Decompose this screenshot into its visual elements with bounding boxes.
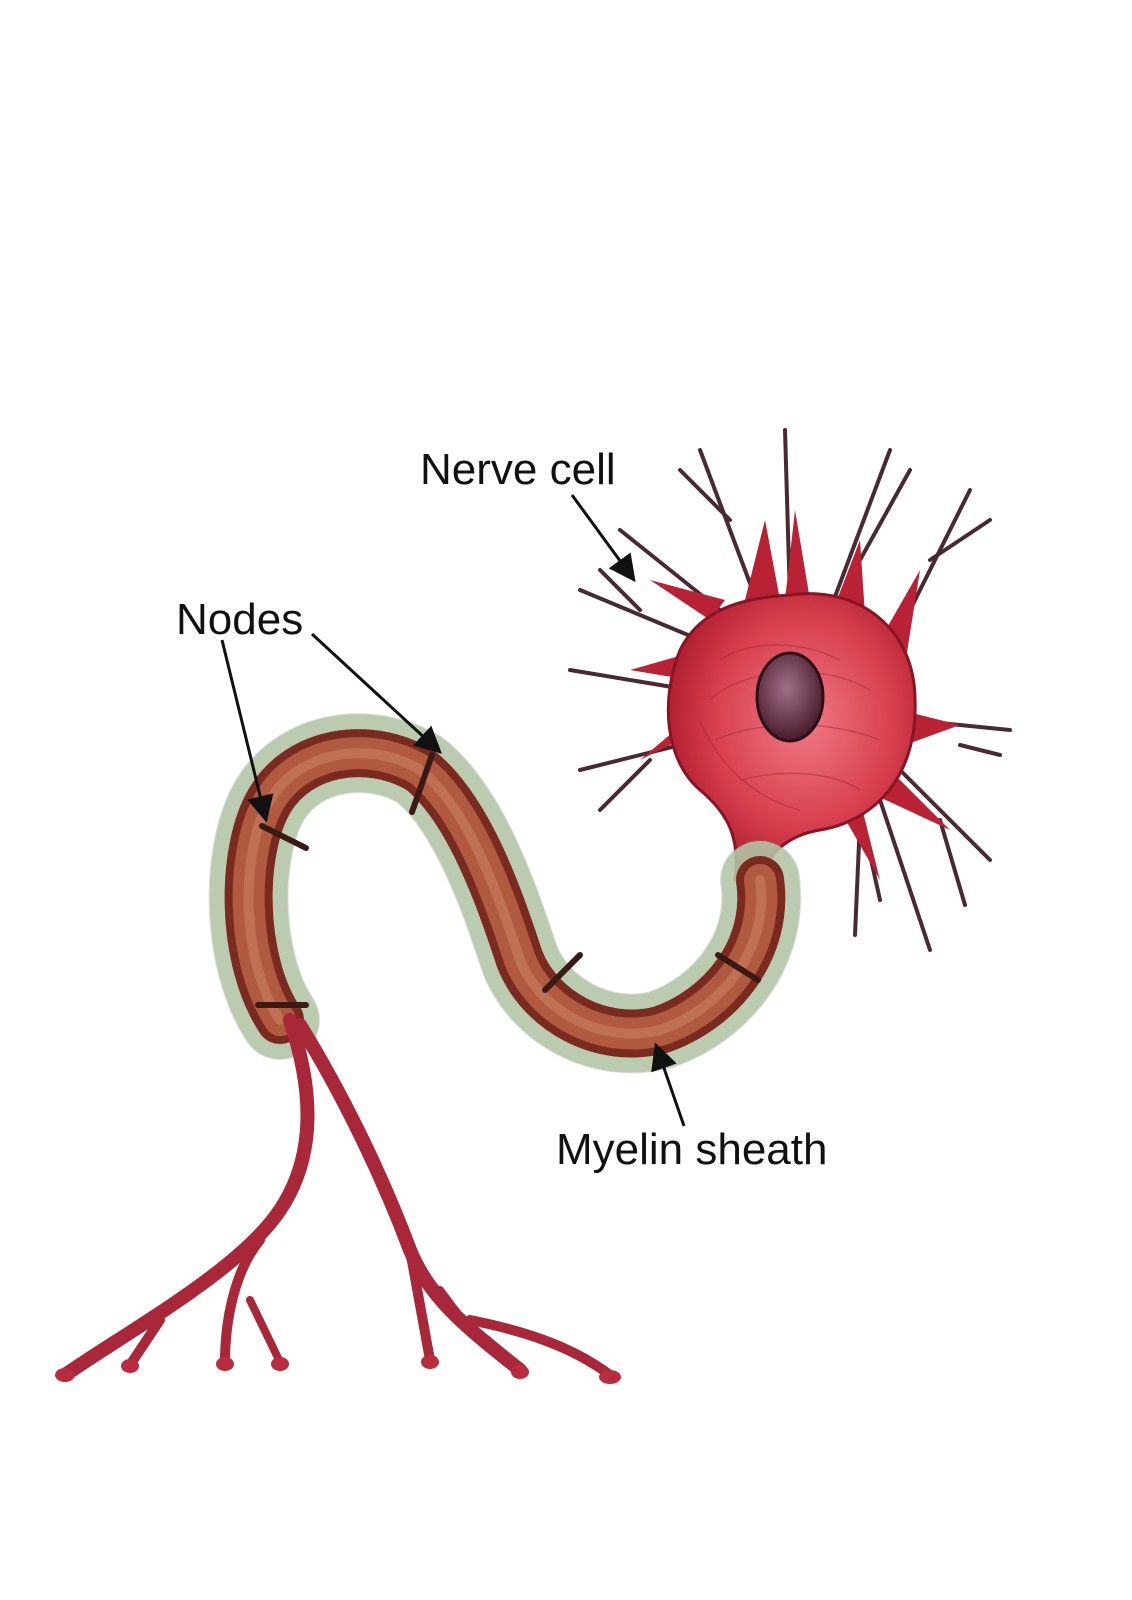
nodes-label: Nodes xyxy=(176,598,303,642)
terminal-bulbs xyxy=(55,1355,621,1384)
nerve-cell-label: Nerve cell xyxy=(420,448,616,492)
arrow-nerve-cell xyxy=(572,495,634,580)
axon-terminals xyxy=(65,1020,610,1375)
myelin-sheath-label: Myelin sheath xyxy=(556,1128,827,1172)
cell-body xyxy=(668,594,915,880)
nucleus xyxy=(757,653,823,741)
